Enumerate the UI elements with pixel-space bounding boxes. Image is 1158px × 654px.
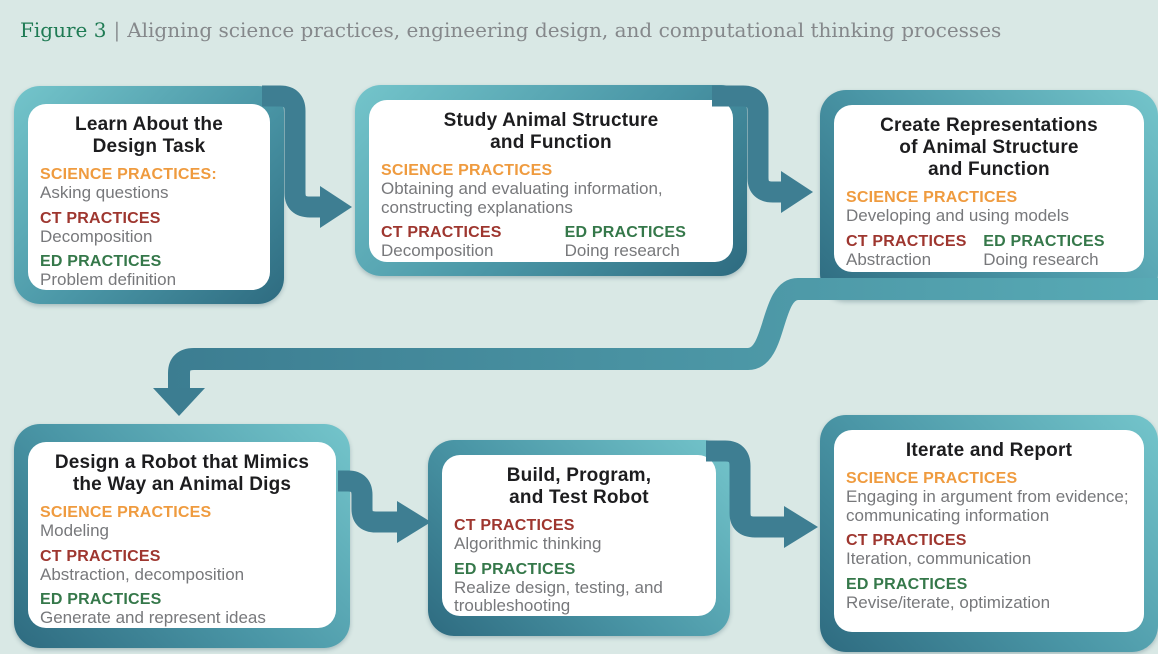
ed-practices-text: Revise/iterate, optimization xyxy=(846,592,1051,612)
ed-practices-section: ED PRACTICES Problem definition xyxy=(40,253,258,290)
box-content: Iterate and Report SCIENCE PRACTICES Eng… xyxy=(834,430,1144,632)
science-practices-section: SCIENCE PRACTICES Engaging in argument f… xyxy=(846,470,1132,525)
ct-practices-text: Iteration, communication xyxy=(846,549,1032,569)
science-practices-text: Asking questions xyxy=(40,182,169,202)
ed-practices-text: Problem definition xyxy=(40,270,177,290)
science-practices-section: SCIENCE PRACTICES Developing and using m… xyxy=(846,189,1132,226)
arrow-right-head xyxy=(784,506,818,548)
box-title: Iterate and Report xyxy=(905,440,1073,461)
flow-box-iterate-report: Iterate and Report SCIENCE PRACTICES Eng… xyxy=(820,415,1158,652)
science-practices-section: SCIENCE PRACTICES Obtaining and evaluati… xyxy=(381,162,721,217)
arrow-down-head xyxy=(153,388,205,416)
ct-practices-label: CT PRACTICES xyxy=(846,232,967,250)
ed-practices-section: ED PRACTICES Revise/iterate, optimizatio… xyxy=(846,576,1132,613)
ct-practices-section: CT PRACTICES Decomposition xyxy=(40,210,258,247)
ct-practices-section: CT PRACTICES Abstraction xyxy=(846,233,983,270)
ed-practices-section: ED PRACTICES Doing research xyxy=(983,233,1132,270)
ct-practices-text: Abstraction, decomposition xyxy=(40,564,245,584)
ct-practices-label: CT PRACTICES xyxy=(40,547,161,565)
ct-practices-label: CT PRACTICES xyxy=(381,224,502,242)
ed-practices-section: ED PRACTICES Realize design, testing, an… xyxy=(454,561,704,616)
ed-practices-text: Realize design, testing, and troubleshoo… xyxy=(454,577,663,616)
arrow-right-head xyxy=(320,186,352,228)
ct-practices-section: CT PRACTICES Decomposition xyxy=(381,224,565,261)
ed-practices-label: ED PRACTICES xyxy=(40,253,162,271)
science-practices-text: Obtaining and evaluating information, co… xyxy=(381,178,663,217)
ct-practices-text: Abstraction xyxy=(846,249,932,269)
ed-practices-section: ED PRACTICES Doing research xyxy=(565,224,721,261)
ct-practices-text: Decomposition xyxy=(381,241,494,261)
ed-practices-section: ED PRACTICES Generate and represent idea… xyxy=(40,591,324,628)
arrow-box4-to-box5 xyxy=(338,470,431,543)
science-practices-text: Developing and using models xyxy=(846,206,1070,225)
figure-number-label: Figure 3 xyxy=(20,18,107,42)
figure-title: Figure 3|Aligning science practices, eng… xyxy=(20,18,1001,42)
science-practices-label: SCIENCE PRACTICES xyxy=(381,162,553,180)
figure-title-text: Aligning science practices, engineering … xyxy=(127,18,1002,42)
figure-title-separator: | xyxy=(113,18,121,42)
science-practices-text: Engaging in argument from evidence; comm… xyxy=(846,486,1129,525)
ed-practices-label: ED PRACTICES xyxy=(564,224,687,242)
ed-practices-text: Doing research xyxy=(564,241,680,261)
ct-practices-text: Algorithmic thinking xyxy=(454,533,602,553)
ct-practices-section: CT PRACTICES Iteration, communication xyxy=(846,532,1132,569)
practices-columns: CT PRACTICES Abstraction ED PRACTICES Do… xyxy=(846,233,1132,272)
science-practices-section: SCIENCE PRACTICES: Asking questions xyxy=(40,166,258,203)
practices-columns: CT PRACTICES Decomposition ED PRACTICES … xyxy=(381,224,721,262)
arrow-right-head xyxy=(781,171,813,213)
ed-practices-label: ED PRACTICES xyxy=(983,232,1105,250)
ct-practices-section: CT PRACTICES Abstraction, decomposition xyxy=(40,548,324,585)
science-practices-label: SCIENCE PRACTICES xyxy=(40,504,212,522)
ct-practices-label: CT PRACTICES xyxy=(454,517,575,535)
ct-practices-text: Decomposition xyxy=(40,226,153,246)
science-practices-label: SCIENCE PRACTICES: xyxy=(40,166,217,184)
ct-practices-label: CT PRACTICES xyxy=(40,209,161,227)
science-practices-text: Modeling xyxy=(40,520,109,540)
ct-practices-label: CT PRACTICES xyxy=(846,532,967,550)
science-practices-label: SCIENCE PRACTICES xyxy=(846,470,1018,488)
box-content: Build, Program,and Test Robot CT PRACTIC… xyxy=(442,455,716,616)
ed-practices-label: ED PRACTICES xyxy=(40,591,162,609)
science-practices-section: SCIENCE PRACTICES Modeling xyxy=(40,504,324,541)
science-practices-label: SCIENCE PRACTICES xyxy=(846,189,1018,207)
ed-practices-text: Generate and represent ideas xyxy=(40,608,266,628)
ed-practices-text: Doing research xyxy=(983,249,1099,269)
arrow-box3-to-box4 xyxy=(153,278,1158,416)
ed-practices-label: ED PRACTICES xyxy=(454,560,576,578)
ct-practices-section: CT PRACTICES Algorithmic thinking xyxy=(454,517,704,554)
box-title: Build, Program,and Test Robot xyxy=(506,465,652,509)
arrow-right-head xyxy=(397,501,431,543)
flow-box-build-program-test: Build, Program,and Test Robot CT PRACTIC… xyxy=(428,440,730,636)
ed-practices-label: ED PRACTICES xyxy=(846,575,968,593)
